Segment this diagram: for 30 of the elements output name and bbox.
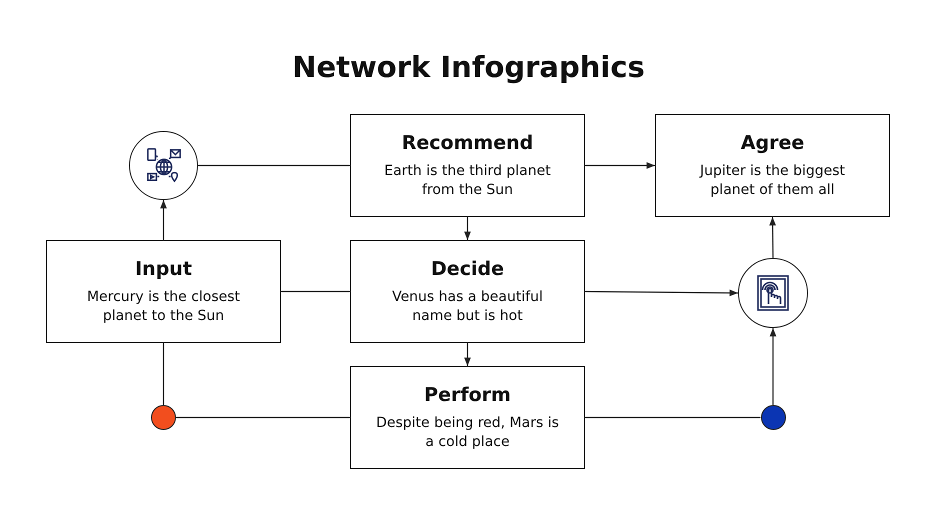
arrow <box>769 217 776 258</box>
connector-line <box>198 164 350 166</box>
box-description: Despite being red, Mars is a cold place <box>375 414 560 452</box>
process-box <box>655 114 890 217</box>
box-heading: Recommend <box>402 132 534 154</box>
box-description: Mercury is the closest planet to the Sun <box>86 288 242 326</box>
box-description: Jupiter is the biggest planet of them all <box>698 162 846 200</box>
connector-line <box>176 416 350 418</box>
arrow <box>585 162 655 169</box>
arrow <box>770 328 776 405</box>
connector-line <box>585 416 760 418</box>
process-box <box>350 114 585 217</box>
title: Network Infographics <box>291 50 646 84</box>
arrow <box>585 290 738 296</box>
box-heading: Decide <box>431 258 504 280</box>
box-heading: Perform <box>424 384 511 406</box>
process-box <box>46 240 281 343</box>
arrow <box>464 343 471 366</box>
box-heading: Agree <box>740 132 804 154</box>
box-heading: Input <box>135 258 192 280</box>
box-description: Venus has a beautiful name but is hot <box>391 288 544 326</box>
box-description: Earth is the third planet from the Sun <box>383 162 552 200</box>
connector-line <box>281 290 350 292</box>
connector-line <box>162 343 164 405</box>
process-box <box>350 366 585 469</box>
arrow <box>464 217 471 240</box>
connector-dot <box>151 405 176 430</box>
arrow <box>160 200 167 240</box>
connector-dot <box>760 405 786 430</box>
process-box <box>350 240 585 343</box>
